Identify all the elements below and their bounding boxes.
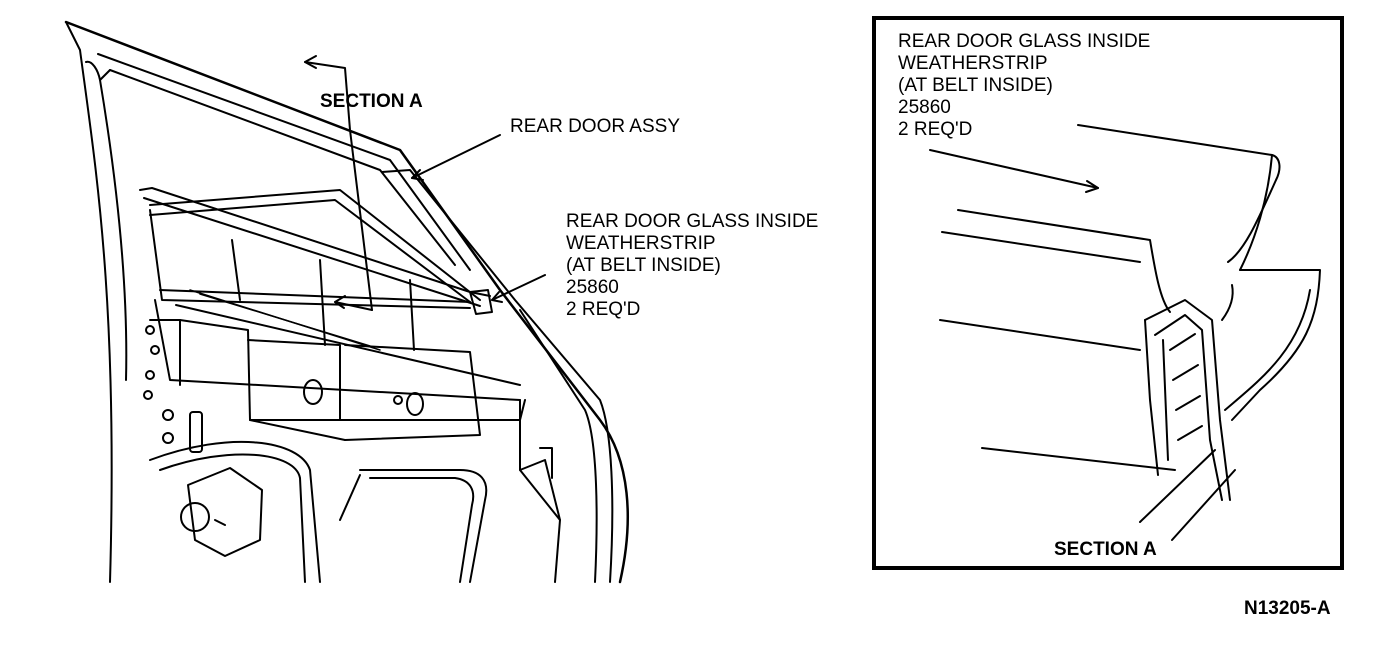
section-a-drawing [929, 124, 1321, 541]
figure-id: N13205-A [1244, 598, 1331, 619]
inset-line-2: WEATHERSTRIP [898, 53, 1048, 74]
inset-part-number: 25860 [898, 97, 951, 118]
weatherstrip-leader [491, 274, 546, 301]
weatherstrip-callout: REAR DOOR GLASS INSIDE WEATHERSTRIP (AT … [566, 211, 818, 321]
section-a-callout: REAR DOOR GLASS INSIDE WEATHERSTRIP (AT … [898, 31, 1150, 141]
callout-line-1: REAR DOOR GLASS INSIDE [566, 211, 819, 232]
door-top-edge [64, 20, 629, 584]
rear-door-assy-label: REAR DOOR ASSY [510, 116, 680, 137]
callout-line-2: WEATHERSTRIP [566, 233, 716, 254]
section-arrow [304, 61, 373, 311]
section-a-frame [872, 16, 1344, 570]
inset-quantity: 2 REQ'D [898, 119, 973, 140]
door-inner-panel [149, 319, 526, 421]
callout-part-number: 25860 [566, 277, 619, 298]
rear-door-drawing [64, 20, 629, 584]
door-outer-frame [65, 21, 113, 583]
weatherstrip-clip [469, 289, 493, 315]
window-frame-inner [85, 60, 128, 381]
door-lower-cutout [149, 440, 321, 583]
belt-line [139, 187, 491, 297]
callout-quantity: 2 REQ'D [566, 299, 641, 320]
inset-line-1: REAR DOOR GLASS INSIDE [898, 31, 1151, 52]
window-motor [187, 467, 263, 557]
assy-leader [411, 134, 501, 179]
weatherstrip-body [1144, 299, 1231, 501]
door-trim [1231, 269, 1321, 421]
section-a-title: SECTION A [1054, 539, 1157, 560]
section-a-marker: SECTION A [320, 91, 423, 112]
door-glass [1139, 449, 1216, 523]
callout-line-3: (AT BELT INSIDE) [566, 255, 721, 276]
inset-leader [929, 149, 1099, 189]
weatherstrip-channel [957, 209, 1171, 313]
inset-line-3: (AT BELT INSIDE) [898, 75, 1053, 96]
weatherstrip-upper [1077, 124, 1281, 263]
